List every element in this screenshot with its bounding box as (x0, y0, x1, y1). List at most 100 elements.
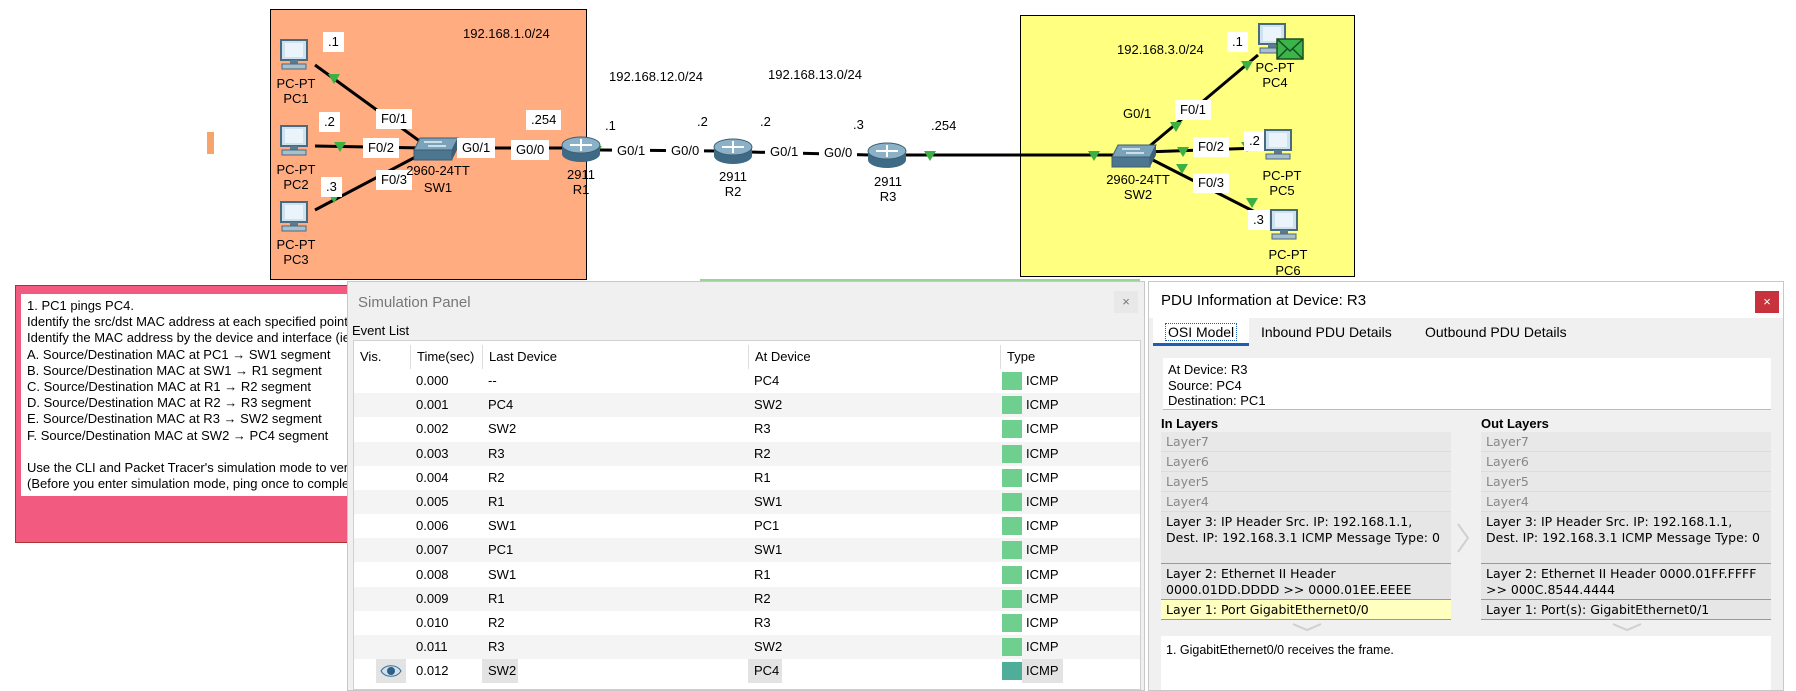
event-at-device: R1 (754, 566, 771, 582)
tab-outbound-pdu-details[interactable]: Outbound PDU Details (1425, 324, 1567, 340)
event-visibility-cell (354, 635, 410, 659)
event-last-device: R1 (488, 590, 505, 606)
tab-osi-model[interactable]: OSI Model (1153, 318, 1250, 346)
pc-icon[interactable] (278, 124, 312, 158)
router-icon[interactable] (866, 140, 908, 170)
event-type: ICMP (1026, 518, 1059, 534)
out-layer-6[interactable]: Layer6 (1481, 452, 1771, 472)
link-up-triangle (1170, 122, 1182, 132)
pc3-name: PC3 (283, 252, 309, 267)
in-layer-6[interactable]: Layer6 (1161, 452, 1451, 472)
router-icon[interactable] (712, 136, 754, 166)
instructions-note: 1. PC1 pings PC4. Identify the src/dst M… (15, 285, 356, 543)
event-last-device: -- (488, 373, 497, 388)
in-layer-2[interactable]: Layer 2: Ethernet II Header 0000.01DD.DD… (1161, 564, 1451, 600)
pc4-addr: .1 (1227, 32, 1248, 52)
pc-icon[interactable] (1256, 22, 1290, 56)
col-header-at-device[interactable]: At Device (748, 345, 1000, 369)
event-type-cell: ICMP (1000, 442, 1140, 466)
instruction-line: Identify the src/dst MAC address at each… (27, 314, 348, 330)
in-layer-7[interactable]: Layer7 (1161, 432, 1451, 452)
in-layer-4[interactable]: Layer4 (1161, 492, 1451, 512)
pc5-type: PC-PT (1262, 168, 1302, 183)
col-header-last-device[interactable]: Last Device (482, 345, 748, 369)
event-type-cell: ICMP (1000, 635, 1140, 659)
sw2-port-g01: G0/1 (1118, 104, 1157, 124)
out-layer-7[interactable]: Layer7 (1481, 432, 1771, 452)
link-up-triangle (1177, 147, 1189, 157)
event-type-cell: ICMP (1000, 538, 1140, 562)
in-layer-3[interactable]: Layer 3: IP Header Src. IP: 192.168.1.1,… (1161, 512, 1451, 564)
pc-icon[interactable] (278, 38, 312, 72)
sw1-port-f02: F0/2 (363, 138, 400, 158)
r1-name: R1 (572, 182, 590, 197)
pdu-window-title: PDU Information at Device: R3 (1161, 292, 1367, 309)
in-layer-5[interactable]: Layer5 (1161, 472, 1451, 492)
switch-icon[interactable] (1110, 143, 1158, 169)
event-visibility-cell (354, 490, 410, 514)
out-layer-5[interactable]: Layer5 (1481, 472, 1771, 492)
pdu-color-swatch (1002, 565, 1022, 584)
sw2-model: 2960-24TT (1106, 172, 1170, 187)
event-type: ICMP (1026, 469, 1059, 485)
device-info: At Device: R3 Source: PC4 Destination: P… (1163, 358, 1771, 410)
instruction-line: Identify the MAC address by the device a… (27, 330, 351, 346)
switch-icon[interactable] (412, 136, 460, 162)
pc3-type: PC-PT (276, 237, 316, 252)
col-header-type[interactable]: Type (1000, 345, 1140, 369)
eye-icon[interactable] (380, 663, 402, 679)
simulation-panel-close-button[interactable]: × (1114, 291, 1138, 313)
event-last-device: PC4 (488, 397, 514, 413)
r1-port-g01: G0/1 (612, 141, 651, 161)
router-icon[interactable] (560, 134, 602, 164)
r2-name: R2 (724, 184, 742, 199)
envelope-pdu-icon[interactable] (1276, 38, 1304, 60)
osi-model-view: At Device: R3 Source: PC4 Destination: P… (1149, 346, 1783, 690)
pdu-color-swatch (1002, 493, 1022, 511)
instruction-line (27, 444, 350, 460)
pdu-titlebar: PDU Information at Device: R3 × (1149, 282, 1783, 318)
pc-icon[interactable] (1268, 208, 1302, 242)
out-layer-4[interactable]: Layer4 (1481, 492, 1771, 512)
pc6-name: PC6 (1275, 263, 1301, 278)
out-layer-1[interactable]: Layer 1: Port(s): GigabitEthernet0/1 (1481, 600, 1771, 620)
event-type-cell: ICMP (1000, 514, 1140, 538)
in-layer-1[interactable]: Layer 1: Port GigabitEthernet0/0 (1161, 600, 1451, 620)
event-type: ICMP (1026, 421, 1059, 437)
event-visibility-cell (354, 369, 410, 393)
pdu-step-description: 1. GigabitEthernet0/0 receives the frame… (1161, 636, 1771, 690)
r3-model: 2911 (874, 174, 902, 189)
sw2-port-f01: F0/1 (1175, 100, 1212, 120)
pc-icon[interactable] (278, 200, 312, 234)
out-layer-2[interactable]: Layer 2: Ethernet II Header 0000.01FF.FF… (1481, 564, 1771, 600)
r2-addr-a: .2 (692, 112, 713, 132)
event-time: 0.006 (416, 518, 449, 534)
network-label-lan1: 192.168.1.0/24 (458, 24, 555, 44)
tab-label: OSI Model (1165, 323, 1238, 341)
col-header-time[interactable]: Time(sec) (410, 345, 482, 369)
pdu-close-button[interactable]: × (1755, 291, 1779, 313)
event-type: ICMP (1026, 494, 1059, 509)
event-at-device: SW2 (754, 639, 783, 655)
event-type: ICMP (1026, 615, 1059, 630)
instruction-line: A. Source/Destination MAC at PC1 → SW1 s… (27, 346, 331, 362)
r3-name: R3 (879, 189, 897, 204)
pc-icon[interactable] (1262, 128, 1296, 162)
pc6-addr: .3 (1248, 210, 1269, 230)
col-header-vis[interactable]: Vis. (360, 349, 382, 364)
out-layer-3[interactable]: Layer 3: IP Header Src. IP: 192.168.1.1,… (1481, 512, 1771, 564)
tab-inbound-pdu-details[interactable]: Inbound PDU Details (1261, 324, 1392, 340)
